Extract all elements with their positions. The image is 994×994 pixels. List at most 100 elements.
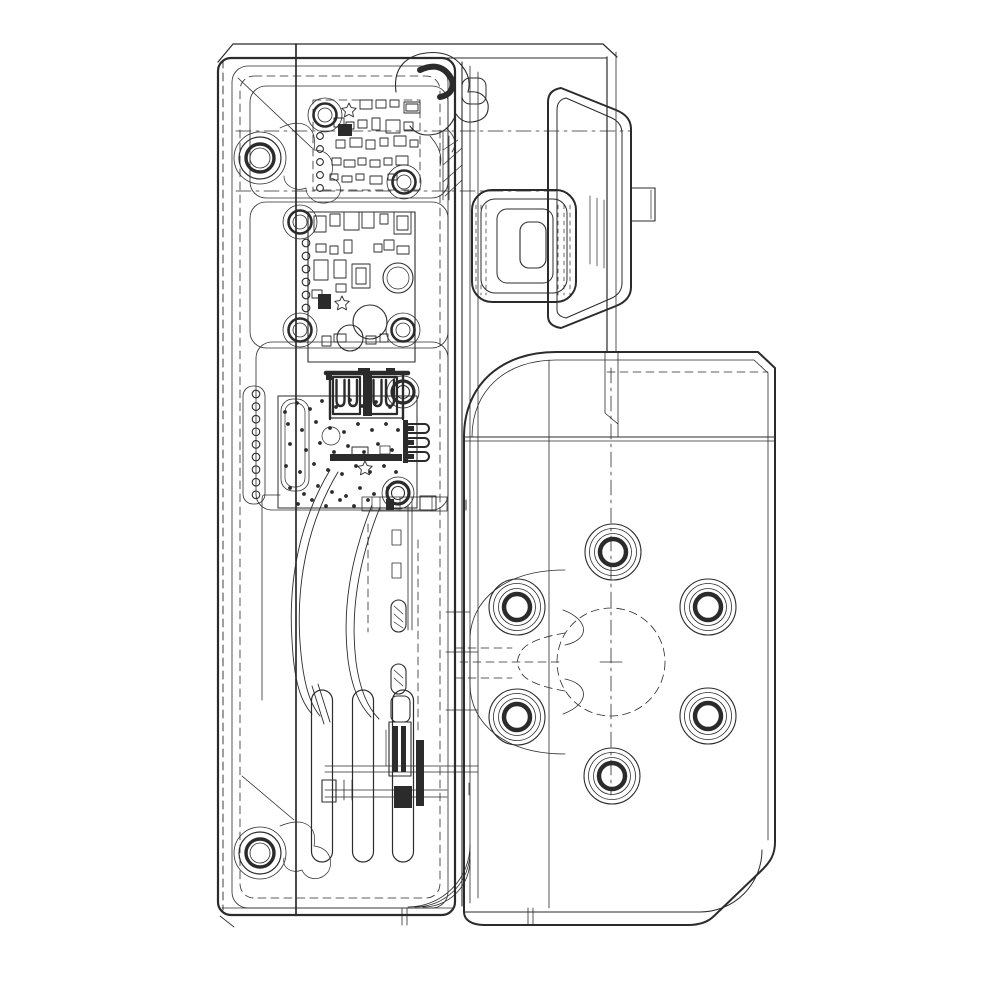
perf-dot xyxy=(372,492,376,496)
perf-dot xyxy=(288,442,292,446)
smd-component xyxy=(403,101,421,114)
centerlines xyxy=(235,130,769,796)
wall-seam-ticks xyxy=(445,611,479,796)
pcb-screw-boss xyxy=(395,322,411,338)
smd-component xyxy=(385,119,401,134)
hook-tail-curves xyxy=(429,127,456,167)
dark-component xyxy=(330,454,402,461)
perf-dot xyxy=(366,498,370,502)
pcb-screw-boss xyxy=(386,164,422,200)
perfboard-edge-hole xyxy=(251,452,261,462)
usb-prong xyxy=(384,378,396,408)
dark-component xyxy=(394,786,412,808)
vent-slot xyxy=(391,689,415,863)
plate-boss xyxy=(692,591,724,623)
pocket-usb xyxy=(255,341,449,511)
plate-bottom-band xyxy=(463,849,763,913)
keyhole-neck-hidden xyxy=(517,632,566,692)
smd-component xyxy=(357,119,368,129)
cover-screw-boss xyxy=(238,136,282,180)
corner-chamfer-bottom xyxy=(241,775,295,821)
header-pin-root xyxy=(406,426,414,431)
pcb2-hole xyxy=(301,251,311,261)
dark-component xyxy=(338,124,352,136)
perf-dot xyxy=(288,486,292,490)
capacitor-1 xyxy=(382,262,414,294)
pcb2-hole xyxy=(301,277,311,287)
smd-component xyxy=(375,99,387,109)
dark-component xyxy=(326,371,332,380)
perf-dot xyxy=(338,498,342,502)
plate-boss xyxy=(498,698,536,736)
smd-component xyxy=(331,157,342,166)
smd-component xyxy=(383,157,393,166)
crimp-hatch-1 xyxy=(393,605,404,629)
dark-component xyxy=(403,420,408,463)
perf-dot xyxy=(314,420,318,424)
perfboard-hole-column xyxy=(251,389,261,500)
plate-boss xyxy=(588,752,636,800)
smd-component xyxy=(365,139,376,150)
inner-corner-arcs xyxy=(407,844,471,908)
smd-component xyxy=(403,121,414,131)
plate-boss xyxy=(679,578,737,636)
pcb1-hole xyxy=(316,132,324,140)
mount-hole-ring xyxy=(321,426,341,446)
cover-screw-boss xyxy=(249,842,271,864)
header-pin-root xyxy=(406,440,414,445)
dark-component xyxy=(416,740,424,806)
smd-component xyxy=(357,157,367,166)
perf-dot xyxy=(310,498,314,502)
smd-component xyxy=(343,159,356,168)
bottom-bevel xyxy=(219,915,235,928)
pcb1-hole xyxy=(316,158,324,166)
dark-component xyxy=(318,294,331,309)
plate-boss xyxy=(679,687,737,745)
dark-component xyxy=(393,726,398,772)
perf-dot xyxy=(382,464,386,468)
pcb2-hole xyxy=(301,290,311,300)
inline-comp-1 xyxy=(391,529,402,546)
smd-component xyxy=(313,215,327,233)
plate-boss xyxy=(596,760,628,792)
perf-dot xyxy=(312,462,316,466)
perfboard-edge-hole xyxy=(251,440,261,449)
usb-board-screw-boss xyxy=(386,375,420,409)
plate-boss xyxy=(583,747,641,805)
perf-dot xyxy=(396,428,400,432)
header-pin-root xyxy=(406,454,414,459)
plate-outer-outline xyxy=(463,351,776,926)
pcb-boss-group xyxy=(282,97,422,348)
perfboard-frame-inner xyxy=(284,402,306,488)
band-seam-right xyxy=(527,907,534,926)
perf-dot xyxy=(394,470,398,474)
cover-screw-boss xyxy=(233,826,287,880)
perfboard-edge-hole xyxy=(251,490,261,500)
cable xyxy=(311,685,325,725)
cover-screw-boss xyxy=(244,142,276,174)
perf-dot xyxy=(302,492,306,496)
pcb-screw-boss xyxy=(282,312,318,348)
perf-dot xyxy=(308,407,312,411)
pcb-screw-boss xyxy=(282,204,318,240)
plate-boss xyxy=(501,701,533,733)
perf-dot xyxy=(298,470,302,474)
buckle-hatch-bands xyxy=(475,204,571,296)
usb-board-screw-boss xyxy=(385,480,411,506)
perf-dot xyxy=(344,494,348,498)
connector-shell xyxy=(390,695,411,723)
clip-face-lines xyxy=(589,195,605,269)
pcb-screw-boss xyxy=(312,102,338,128)
smd-component xyxy=(329,173,339,181)
pcb2-hole xyxy=(301,238,311,248)
plate-boss xyxy=(692,700,724,732)
smd-component xyxy=(349,137,363,148)
perf-dot xyxy=(295,401,299,405)
keyhole-cam xyxy=(454,569,666,755)
perf-dot xyxy=(354,464,358,468)
pcb1-hole xyxy=(316,145,324,153)
smd-component xyxy=(389,99,400,108)
pcb-screw-boss xyxy=(391,169,417,195)
star-mark xyxy=(334,295,350,311)
